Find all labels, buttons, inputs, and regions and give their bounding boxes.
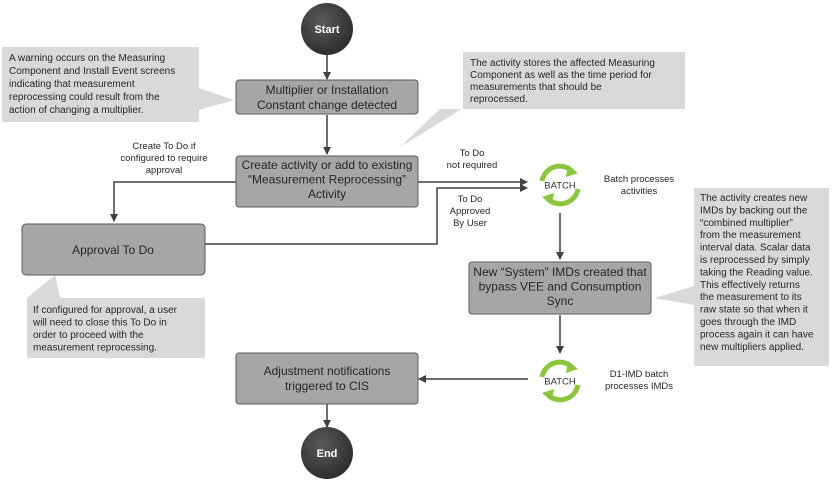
text-line: action of changing a multiplier. — [9, 105, 144, 116]
text-line: The activity creates new — [700, 193, 808, 204]
text-line: measurements that should be — [470, 82, 602, 93]
text-line: raw state so that when it — [700, 305, 808, 316]
text-line: D1-IMD batch — [610, 369, 669, 380]
text-line: Create To Do if — [132, 141, 196, 152]
end-terminal: End — [301, 427, 353, 479]
text-line: reprocessing could result from the — [9, 92, 160, 103]
create-to-approval-connector — [110, 181, 236, 222]
text-line: A warning occurs on the Measuring — [9, 53, 165, 64]
text-line: from the measurement — [700, 230, 801, 241]
text-line: “Measurement Reprocessing” — [248, 173, 406, 187]
text-line: taking the Reading value. — [700, 267, 813, 278]
text-line: approval — [146, 165, 182, 176]
approval-callout: If configured for approval, a user will n… — [27, 275, 205, 358]
text-line: Component as well as the time period for — [470, 70, 652, 81]
text-line: triggered to CIS — [285, 379, 369, 393]
approval-note-text: If configured for approval, a user will n… — [32, 305, 178, 354]
text-line: Component and Install Event screens — [9, 66, 175, 77]
text-line: Constant change detected — [257, 98, 397, 112]
text-line: By User — [453, 218, 487, 229]
activity-stores-callout: The activity stores the affected Measuri… — [400, 52, 685, 147]
create-activity-node-text: Create activity or add to existing“Measu… — [242, 158, 413, 201]
text-line: Approval To Do — [72, 243, 154, 257]
text-line: This effectively returns — [700, 280, 800, 291]
text-line: new multipliers applied. — [700, 342, 804, 353]
start-label: Start — [314, 24, 339, 36]
text-line: interval data. Scalar data — [700, 243, 811, 254]
create-activity-node: Create activity or add to existing“Measu… — [235, 155, 419, 208]
text-line: Approved — [450, 206, 491, 217]
text-line: configured to require — [120, 153, 207, 164]
batch-imds-icon: BATCH — [539, 359, 581, 403]
approval-node: Approval To Do — [21, 223, 206, 276]
text-line: IMDs by backing out the — [700, 205, 808, 216]
activity-stores-note-text: The activity stores the affected Measuri… — [470, 58, 655, 105]
start-terminal: Start — [301, 3, 353, 55]
text-line: order to proceed with the — [33, 330, 144, 341]
text-line: indicating that measurement — [9, 79, 135, 90]
text-line: process again it can have — [700, 329, 814, 340]
text-line: If configured for approval, a user — [33, 305, 178, 316]
text-line: Adjustment notifications — [264, 364, 391, 378]
text-line: reprocessed. — [470, 94, 528, 105]
text-line: will need to close this To Do in — [32, 318, 167, 329]
text-line: The activity stores the affected Measuri… — [470, 58, 655, 69]
text-line: To Do — [460, 148, 485, 159]
batch-activities-icon: BATCH — [539, 163, 581, 207]
text-line: processes IMDs — [605, 381, 673, 392]
batch-activities-label: BATCH — [544, 181, 576, 192]
text-line: measurement reprocessing. — [33, 343, 157, 354]
approval-to-batch-connector — [205, 184, 528, 245]
text-line: Batch processes — [604, 174, 674, 185]
text-line: To Do — [458, 194, 483, 205]
batch-imds-label: BATCH — [544, 377, 576, 388]
text-line: is reprocessed by simply — [700, 255, 809, 266]
text-line: the measurement to its — [700, 292, 802, 303]
text-line: “combined multiplier” — [700, 218, 793, 229]
approval-node-text: Approval To Do — [72, 243, 154, 257]
text-line: goes through the IMD — [700, 317, 796, 328]
text-line: bypass VEE and Consumption — [479, 280, 642, 294]
text-line: activities — [621, 186, 658, 197]
text-line: Multiplier or Installation — [266, 83, 389, 97]
text-line: not required — [447, 160, 498, 171]
text-line: Create activity or add to existing — [242, 158, 413, 172]
text-line: New “System” IMDs created that — [473, 265, 647, 279]
end-label: End — [317, 448, 338, 460]
text-line: Activity — [308, 187, 346, 201]
text-line: Sync — [547, 294, 574, 308]
